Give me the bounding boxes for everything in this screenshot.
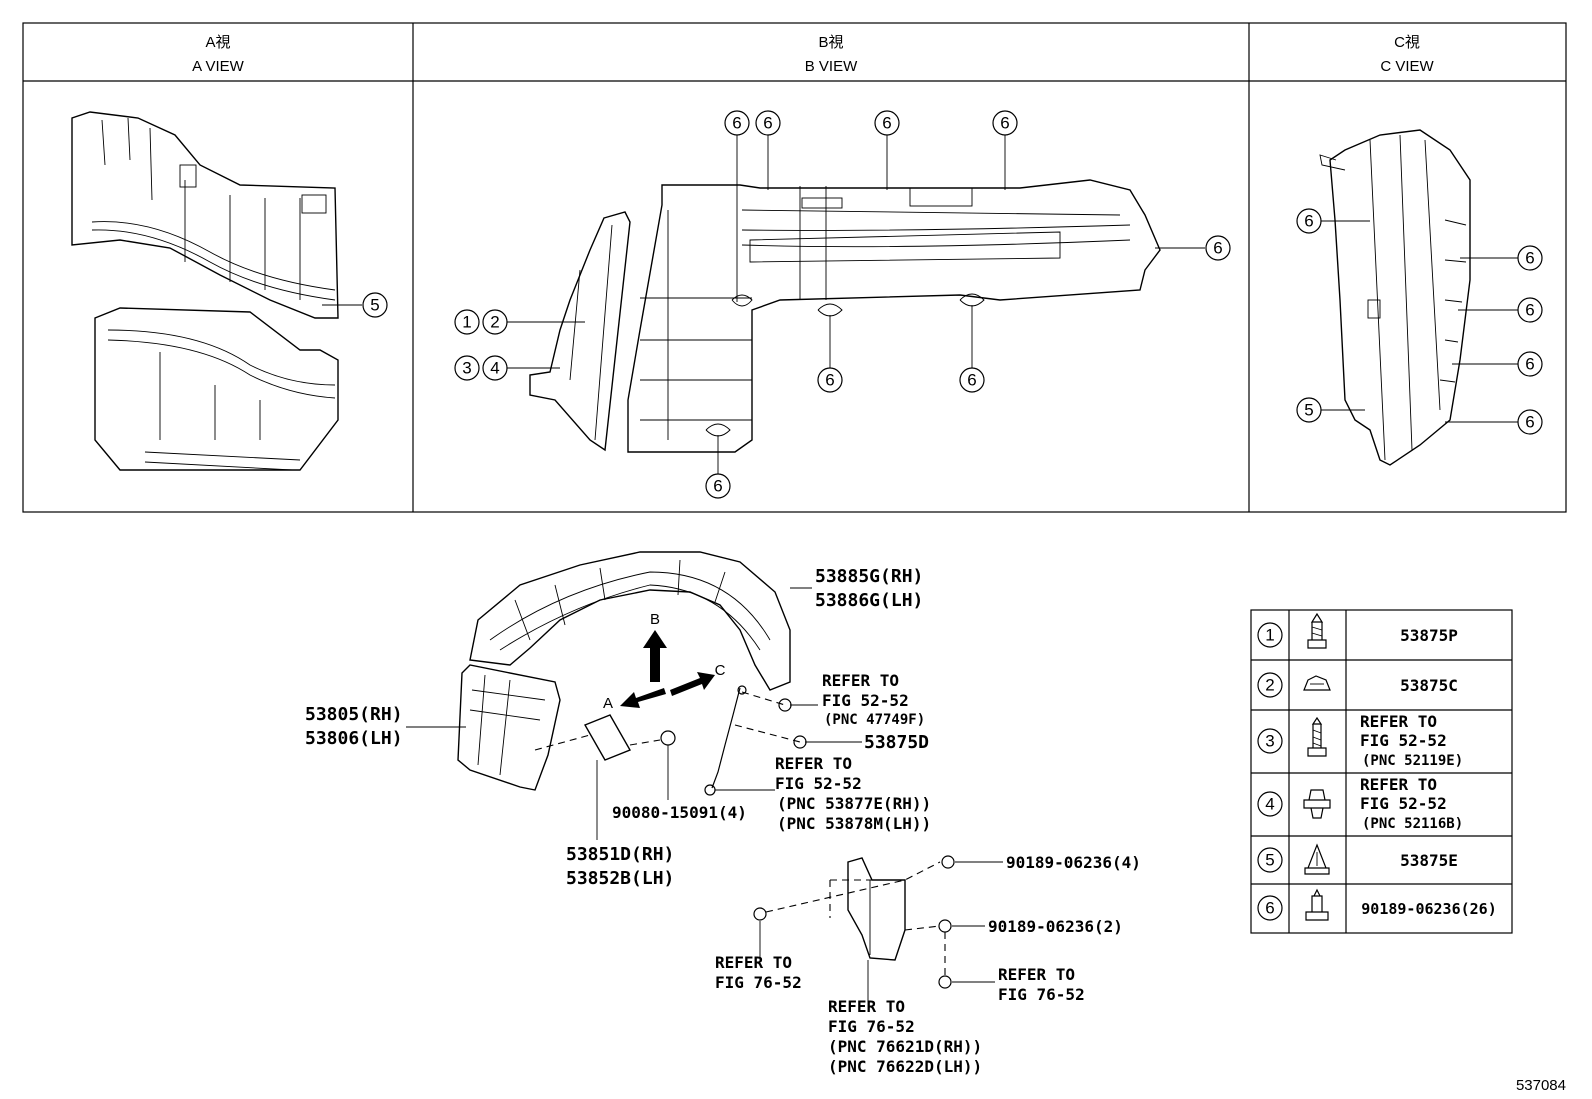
- legend-num: 2: [1265, 676, 1274, 695]
- part-shield-lh: 53806(LH): [305, 728, 403, 749]
- legend-row: 3 REFER TO FIG 52-52 (PNC 52119E): [1257, 712, 1463, 769]
- legend-num: 3: [1265, 732, 1274, 751]
- ref-mid-line1: REFER TO: [775, 754, 852, 773]
- tapping-screw-icon: [1307, 716, 1327, 757]
- callout-6: 6: [1000, 114, 1009, 133]
- legend-row: 2 53875C: [1257, 672, 1458, 698]
- c-view-drawing: [1319, 129, 1471, 466]
- part-pad-rh: 53851D(RH): [566, 844, 674, 865]
- callout-6: 6: [1525, 301, 1534, 320]
- callout-6: 6: [1213, 239, 1222, 258]
- mudguard-drawing: [753, 855, 955, 1002]
- callout-6: 6: [1525, 413, 1534, 432]
- ref-left-line2: FIG 76-52: [715, 973, 802, 992]
- legend-text: 53875P: [1400, 626, 1458, 645]
- fender-pad-drawing: [583, 714, 632, 840]
- view-callouts: 5 1 2 3 4 6 6 6 6 6 6 6 6 6 6 6 6: [322, 110, 1543, 499]
- callout-6: 6: [763, 114, 772, 133]
- part-seal: 53875D: [864, 732, 929, 753]
- callout-1: 1: [462, 313, 471, 332]
- screw-icon: [1307, 612, 1327, 649]
- callout-2: 2: [490, 313, 499, 332]
- part-labels: 53885G(RH) 53886G(LH) 53805(RH) 53806(LH…: [305, 566, 1141, 1076]
- view-c-title: C VIEW: [1380, 58, 1434, 75]
- ref-top-line3: (PNC 47749F): [824, 712, 925, 728]
- legend-num: 5: [1265, 851, 1274, 870]
- view-panels: A視 A VIEW B視 B VIEW C視 C VIEW: [22, 22, 1567, 513]
- legend-row: 6 90189-06236(26): [1257, 888, 1497, 921]
- callout-6: 6: [732, 114, 741, 133]
- direction-arrows: B C A: [603, 611, 726, 712]
- ref-mid-line3: (PNC 53877E(RH)): [777, 794, 931, 813]
- b-view-drawing: [529, 179, 1161, 453]
- part-liner-rh: 53885G(RH): [815, 566, 923, 587]
- grommet-icon: [1303, 789, 1331, 819]
- ref-top-line1: REFER TO: [822, 671, 899, 690]
- view-c-title-jp: C視: [1394, 34, 1420, 51]
- view-a-title-jp: A視: [205, 34, 230, 51]
- legend-row: 1 53875P: [1257, 612, 1458, 649]
- ref-mid-line4: (PNC 53878M(LH)): [777, 814, 931, 833]
- view-a-title: A VIEW: [192, 58, 245, 75]
- arrow-a-label: A: [603, 695, 613, 712]
- arrow-c-label: C: [715, 662, 726, 679]
- legend-num: 1: [1265, 626, 1274, 645]
- ref-right-line2: FIG 76-52: [998, 985, 1085, 1004]
- legend-text: (PNC 52116B): [1362, 816, 1463, 832]
- part-screw-2: 90189-06236(2): [988, 917, 1123, 936]
- part-clip-pad: 90080-15091(4): [612, 803, 747, 822]
- view-b-title-jp: B視: [818, 34, 843, 51]
- ref-top-line2: FIG 52-52: [822, 691, 909, 710]
- a-view-drawing: [71, 111, 339, 471]
- fastener-legend-table: 1 53875P 2 53875C 3 REFER TO: [1250, 609, 1513, 934]
- legend-text: FIG 52-52: [1360, 794, 1447, 813]
- legend-text: (PNC 52119E): [1362, 753, 1463, 769]
- callout-6: 6: [713, 477, 722, 496]
- push-clip-icon: [1304, 843, 1330, 875]
- callout-4: 4: [490, 359, 499, 378]
- callout-6: 6: [1525, 355, 1534, 374]
- ref-bottom-line4: (PNC 76622D(LH)): [828, 1057, 982, 1076]
- callout-3: 3: [462, 359, 471, 378]
- legend-row: 5 53875E: [1257, 843, 1458, 875]
- fender-liner-drawing: [457, 551, 791, 791]
- clip-drawing: [660, 730, 676, 800]
- part-shield-rh: 53805(RH): [305, 704, 403, 725]
- legend-text: 53875E: [1400, 851, 1458, 870]
- leader-lines: [406, 587, 1003, 983]
- ref-bottom-line2: FIG 76-52: [828, 1017, 915, 1036]
- callout-5: 5: [1304, 401, 1313, 420]
- arrow-b-label: B: [650, 611, 660, 628]
- legend-text: 90189-06236(26): [1361, 900, 1496, 918]
- clip-nut-icon: [1303, 675, 1331, 691]
- callout-6: 6: [825, 371, 834, 390]
- ref-left-line1: REFER TO: [715, 953, 792, 972]
- legend-text: REFER TO: [1360, 775, 1437, 794]
- ref-mid-line2: FIG 52-52: [775, 774, 862, 793]
- diagram-id: 537084: [1516, 1077, 1566, 1094]
- part-screw-4: 90189-06236(4): [1006, 853, 1141, 872]
- callout-6: 6: [882, 114, 891, 133]
- part-liner-lh: 53886G(LH): [815, 590, 923, 611]
- ref-bottom-line3: (PNC 76621D(RH)): [828, 1037, 982, 1056]
- callout-6: 6: [967, 371, 976, 390]
- part-pad-lh: 53852B(LH): [566, 868, 674, 889]
- bolt-icon: [1305, 888, 1329, 921]
- legend-num: 6: [1265, 899, 1274, 918]
- legend-text: REFER TO: [1360, 712, 1437, 731]
- view-b-title: B VIEW: [805, 58, 858, 75]
- ref-bottom-line1: REFER TO: [828, 997, 905, 1016]
- callout-6: 6: [1525, 249, 1534, 268]
- ref-right-line1: REFER TO: [998, 965, 1075, 984]
- legend-row: 4 REFER TO FIG 52-52 (PNC 52116B): [1257, 775, 1463, 832]
- callout-6: 6: [1304, 212, 1313, 231]
- legend-num: 4: [1265, 795, 1274, 814]
- legend-text: FIG 52-52: [1360, 731, 1447, 750]
- callout-5: 5: [370, 296, 379, 315]
- legend-text: 53875C: [1400, 676, 1458, 695]
